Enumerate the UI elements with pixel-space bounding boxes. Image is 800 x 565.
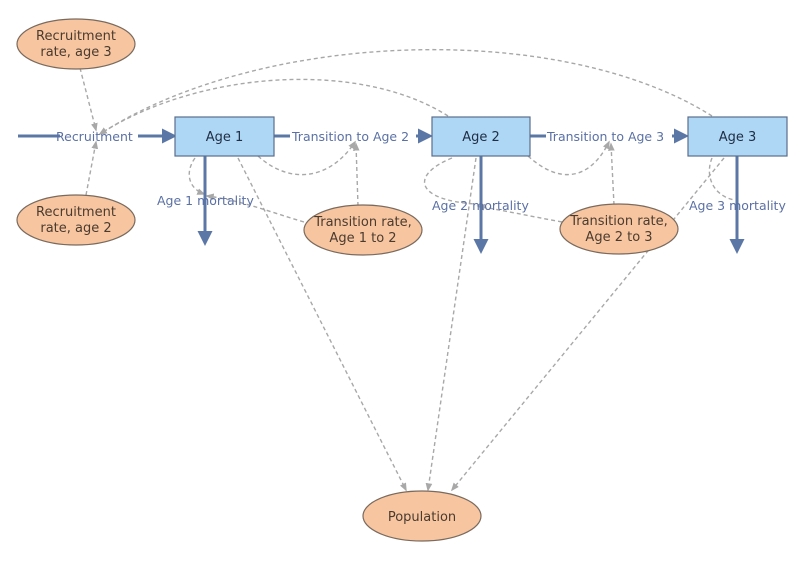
aux-transition-rate-2-3-line2: Age 2 to 3 — [585, 230, 652, 245]
age3-mortality-label: Age 3 mortality — [689, 198, 786, 213]
aux-transition-rate-2-3[interactable]: Transition rate, Age 2 to 3 — [559, 203, 679, 255]
link-transrate23-to-age2-mortality — [476, 203, 563, 223]
stock-age1-label: Age 1 — [206, 130, 244, 145]
stock-age3[interactable]: Age 3 — [687, 116, 788, 157]
link-transrate12-to-age1-mortality — [205, 193, 305, 223]
aux-transition-rate-2-3-line1: Transition rate, — [569, 214, 668, 229]
link-age3-to-recruitment — [98, 48, 713, 135]
aux-transition-rate-1-2-line2: Age 1 to 2 — [329, 231, 396, 246]
age2-mortality-label: Age 2 mortality — [432, 198, 529, 213]
recruitment-label: Recruitment — [56, 129, 133, 144]
link-age3-to-age3-mortality — [708, 157, 735, 201]
aux-recruitment-rate-age2-line2: rate, age 2 — [40, 221, 111, 236]
aux-recruitment-rate-age2[interactable]: Recruitment rate, age 2 — [16, 194, 136, 246]
aux-recruitment-rate-age3-line1: Recruitment — [36, 29, 116, 44]
link-age2-to-recruitment — [98, 78, 449, 135]
flow-labels: Recruitment Transition to Age 2 Transiti… — [56, 129, 786, 213]
link-age1-to-population — [237, 157, 407, 492]
link-recruitrate2-to-recruitment — [85, 140, 99, 196]
link-age3-to-population — [450, 157, 725, 492]
link-transrate23-to-transition3 — [607, 142, 615, 206]
link-age1-to-age1-mortality — [188, 157, 206, 195]
stock-age2[interactable]: Age 2 — [431, 116, 531, 157]
link-age2-to-transition3 — [527, 140, 610, 176]
stock-age3-label: Age 3 — [719, 130, 757, 145]
aux-population[interactable]: Population — [362, 490, 482, 542]
aux-transition-rate-1-2-line1: Transition rate, — [313, 215, 412, 230]
aux-recruitment-rate-age3-line2: rate, age 3 — [40, 45, 111, 60]
aux-recruitment-rate-age3[interactable]: Recruitment rate, age 3 — [16, 18, 136, 70]
stock-age2-label: Age 2 — [462, 130, 500, 145]
aux-recruitment-rate-age2-line1: Recruitment — [36, 205, 116, 220]
stock-age1[interactable]: Age 1 — [174, 116, 275, 157]
information-links — [79, 48, 735, 492]
material-flows — [18, 128, 745, 254]
link-recruitrate3-to-recruitment — [79, 67, 98, 132]
transition-age2-label: Transition to Age 2 — [291, 129, 409, 144]
link-transrate12-to-transition2 — [352, 142, 360, 207]
link-age2-to-age2-mortality — [423, 157, 476, 205]
age1-mortality-label: Age 1 mortality — [157, 193, 254, 208]
aux-transition-rate-1-2[interactable]: Transition rate, Age 1 to 2 — [303, 204, 423, 256]
link-age1-to-transition2 — [257, 140, 356, 176]
aux-population-label: Population — [388, 510, 456, 525]
transition-age3-label: Transition to Age 3 — [546, 129, 664, 144]
